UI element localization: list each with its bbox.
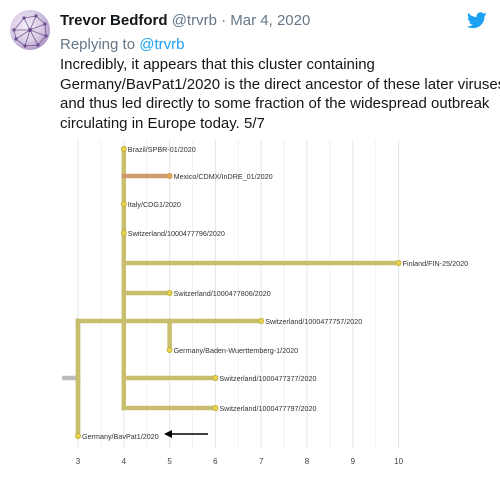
tip-label: Italy/CDG1/2020 [128, 200, 181, 209]
tip-node [166, 347, 173, 353]
tip-node [212, 405, 219, 411]
tweet-text-line: circulating in Europe today. 5/7 [60, 115, 265, 133]
tweet-text: Incredibly, it appears that this cluster… [60, 55, 500, 134]
x-tick-label: 5 [167, 457, 172, 466]
tip-label: Finland/FIN-25/2020 [403, 259, 469, 268]
tip-node [258, 318, 265, 324]
tip-label: Switzerland/1000477797/2020 [219, 404, 316, 413]
x-tick-label: 8 [305, 457, 310, 466]
replying-handle-link[interactable]: @trvrb [139, 36, 185, 53]
phylogenetic-tree-chart: Brazil/SPBR-01/2020Mexico/CDMX/InDRE_01/… [62, 140, 468, 466]
tip-node [120, 201, 127, 207]
x-tick-label: 7 [259, 457, 264, 466]
tip-label: Switzerland/1000477757/2020 [265, 317, 362, 326]
branch-layer [62, 146, 401, 439]
separator: · [221, 12, 227, 29]
tip-layer [75, 146, 402, 439]
display-name[interactable]: Trevor Bedford [60, 12, 168, 29]
tip-label: Germany/BavPat1/2020 [82, 432, 159, 441]
x-tick-label: 10 [394, 457, 403, 466]
tip-label: Switzerland/1000477806/2020 [174, 289, 271, 298]
tweet-text-line: Germany/BavPat1/2020 is the direct ances… [60, 75, 500, 93]
tip-label: Mexico/CDMX/InDRE_01/2020 [174, 172, 273, 181]
tip-node [120, 230, 127, 236]
tweet-text-line: and thus led directly to some fraction o… [60, 95, 490, 113]
tip-node [166, 173, 173, 179]
twitter-bird-icon[interactable] [467, 12, 487, 29]
tip-node [75, 433, 81, 439]
label-layer: Brazil/SPBR-01/2020Mexico/CDMX/InDRE_01/… [82, 145, 468, 441]
avatar[interactable] [10, 10, 50, 50]
tweet-header: Trevor Bedford @trvrb · Mar 4, 2020 [60, 12, 310, 29]
tweet-date[interactable]: Mar 4, 2020 [230, 12, 311, 29]
replying-prefix: Replying to [60, 36, 136, 53]
tip-label: Switzerland/1000477377/2020 [219, 374, 316, 383]
tip-node [212, 375, 219, 381]
tip-node [120, 146, 127, 152]
x-tick-label: 4 [122, 457, 127, 466]
x-tick-label: 3 [76, 457, 81, 466]
tip-node [166, 290, 173, 296]
x-tick-label: 9 [351, 457, 356, 466]
tip-label: Germany/Baden-Wuerttemberg-1/2020 [174, 346, 299, 355]
tip-node [395, 260, 402, 266]
tweet-text-line: Incredibly, it appears that this cluster… [60, 56, 375, 73]
tick-layer: 3 4 5 6 7 8 9 10 [76, 457, 404, 466]
replying-to: Replying to @trvrb [60, 36, 184, 53]
tip-label: Brazil/SPBR-01/2020 [128, 145, 196, 154]
arrow-left-icon [164, 430, 208, 438]
handle[interactable]: @trvrb [171, 12, 217, 29]
avatar-image [12, 14, 48, 48]
tip-label: Switzerland/1000477796/2020 [128, 229, 225, 238]
x-tick-label: 6 [213, 457, 218, 466]
